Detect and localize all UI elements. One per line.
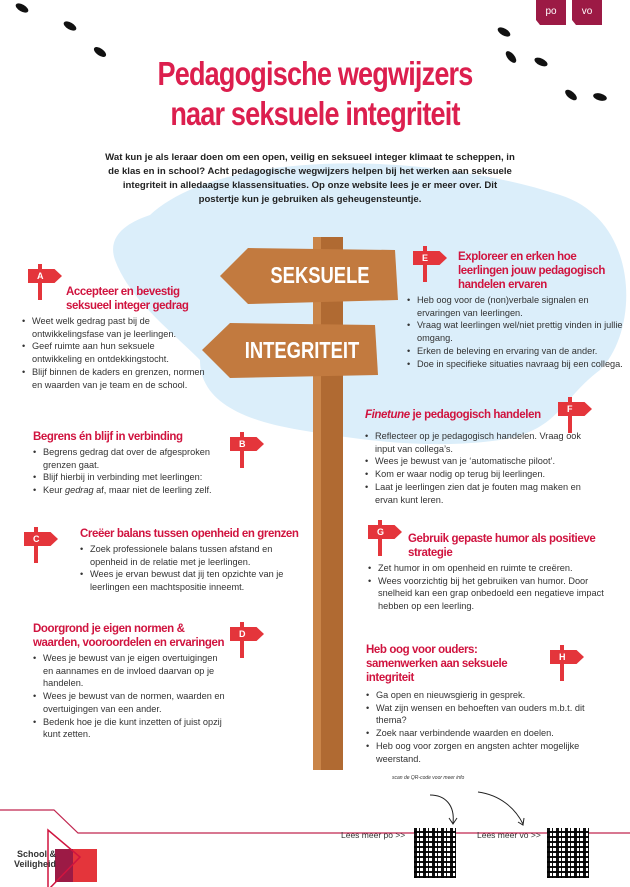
list-item: Vraag wat leerlingen wel/niet prettig vi… (407, 319, 625, 344)
section-d-list: Wees je bewust van je eigen overtuiginge… (33, 652, 228, 741)
signpost-board-top (220, 248, 398, 304)
signpost-board-bottom (202, 323, 378, 378)
list-item: Zet humor in om openheid en ruimte te cr… (368, 562, 608, 575)
section-f-list: Reflecteer op je pedagogisch handelen. V… (365, 430, 593, 506)
section-f-title: Finetune je pedagogisch handelen (365, 408, 550, 422)
section-g-list: Zet humor in om openheid en ruimte te cr… (368, 562, 608, 613)
list-item: Laat je leerlingen zien dat je fouten ma… (365, 481, 593, 506)
page-title-line1: Pedagogische wegwijzers (157, 55, 473, 92)
section-b-title: Begrens én blijf in verbinding (33, 431, 183, 443)
list-item: Wees je bewust van de normen, waarden en… (33, 690, 228, 715)
section-d: Doorgrond je eigen normen & waarden, voo… (33, 622, 228, 741)
link-lees-meer-vo[interactable]: Lees meer vo >> (477, 830, 541, 840)
section-g-title: Gebruik gepaste humor als positieve stra… (408, 533, 596, 559)
link-lees-meer-po[interactable]: Lees meer po >> (341, 830, 406, 840)
sign-e-icon: E (413, 246, 451, 282)
section-a-title: Accepteer en bevestig seksueel integer g… (66, 286, 189, 312)
footer-line (0, 809, 630, 834)
section-h-title: Heb oog voor ouders: samenwerken aan sek… (366, 644, 508, 684)
tab-vo[interactable]: vo (572, 0, 602, 25)
signpost-label-top: SEKSUELE (270, 262, 370, 288)
list-item: Kom er waar nodig op terug bij leerlinge… (365, 468, 593, 481)
list-item: Blijf hierbij in verbinding met leerling… (33, 471, 228, 484)
list-item: Doe in specifieke situaties navraag bij … (407, 358, 625, 371)
intro-text: Wat kun je als leraar doen om een open, … (105, 152, 515, 205)
list-item: Bedenk hoe je die kunt inzetten of juist… (33, 716, 228, 741)
sign-d-icon: D (230, 622, 268, 658)
list-item: Reflecteer op je pedagogisch handelen. V… (365, 430, 593, 455)
section-c-title: Creëer balans tussen openheid en grenzen (80, 528, 299, 540)
section-a: Accepteer en bevestig seksueel integer g… (22, 285, 207, 391)
list-item: Wees voorzichtig bij het gebruiken van h… (368, 575, 608, 613)
list-item: Weet welk gedrag past bij de ontwikkelin… (22, 315, 207, 340)
list-item: Geef ruimte aan hun seksuele ontwikkelin… (22, 340, 207, 365)
logo-text: School & Veiligheid (14, 849, 57, 869)
list-item: Zoek professionele balans tussen afstand… (80, 543, 310, 568)
section-g: Gebruik gepaste humor als positieve stra… (368, 532, 608, 613)
sign-a-icon: A (28, 264, 66, 300)
section-c: Creëer balans tussen openheid en grenzen… (80, 527, 310, 594)
qr-scan-hint: scan de QR-code voor meer info (392, 775, 465, 781)
list-item: Ga open en nieuwsgierig in gesprek. (366, 689, 601, 702)
sign-f-icon: F (558, 397, 596, 433)
page-title-line2: naar seksuele integriteit (170, 95, 460, 132)
list-item: Keur gedrag af, maar niet de leerling ze… (33, 484, 228, 497)
list-item: Wat zijn wensen en behoeften van ouders … (366, 702, 601, 727)
school-veiligheid-logo (47, 828, 97, 887)
section-a-list: Weet welk gedrag past bij de ontwikkelin… (22, 315, 207, 391)
section-h: Heb oog voor ouders: samenwerken aan sek… (366, 643, 601, 765)
arrow-icon (477, 791, 525, 826)
footprints-icon (15, 3, 607, 101)
sign-b-icon: B (230, 432, 268, 468)
list-item: Zoek naar verbindende waarden en doelen. (366, 727, 601, 740)
sign-c-icon: C (24, 527, 62, 563)
section-h-list: Ga open en nieuwsgierig in gesprek. Wat … (366, 689, 601, 765)
list-item: Erken de beleving en ervaring van de and… (407, 345, 625, 358)
list-item: Wees je bewust van je ‘automatische pilo… (365, 455, 593, 468)
section-b: Begrens én blijf in verbinding Begrens g… (33, 430, 228, 497)
list-item: Begrens gedrag dat over de afgesproken g… (33, 446, 228, 471)
section-e-list: Heb oog voor de (non)verbale signalen en… (407, 294, 625, 370)
list-item: Wees je bewust van je eigen overtuiginge… (33, 652, 228, 690)
section-e: Exploreer en erken hoe leerlingen jouw p… (407, 250, 625, 370)
tab-po[interactable]: po (536, 0, 566, 25)
qr-code-vo[interactable] (547, 828, 589, 878)
list-item: Heb oog voor zorgen en angsten achter mo… (366, 740, 601, 765)
section-b-list: Begrens gedrag dat over de afgesproken g… (33, 446, 228, 497)
arrow-icon (429, 794, 458, 825)
list-item: Heb oog voor de (non)verbale signalen en… (407, 294, 625, 319)
sign-g-icon: G (368, 520, 406, 556)
section-d-title: Doorgrond je eigen normen & waarden, voo… (33, 623, 225, 649)
list-item: Blijf binnen de kaders en grenzen, norme… (22, 366, 207, 391)
section-f: Finetune je pedagogisch handelen Reflect… (365, 408, 593, 506)
list-item: Wees je ervan bewust dat jij ten opzicht… (80, 568, 310, 593)
section-e-title: Exploreer en erken hoe leerlingen jouw p… (458, 251, 606, 291)
qr-code-po[interactable] (414, 828, 456, 878)
signpost-label-bottom: INTEGRITEIT (244, 337, 360, 363)
section-f-title-rest: je pedagogisch handelen (409, 409, 542, 421)
section-f-title-em: Finetune (365, 409, 410, 421)
sign-h-icon: H (550, 645, 588, 681)
section-c-list: Zoek professionele balans tussen afstand… (80, 543, 310, 594)
